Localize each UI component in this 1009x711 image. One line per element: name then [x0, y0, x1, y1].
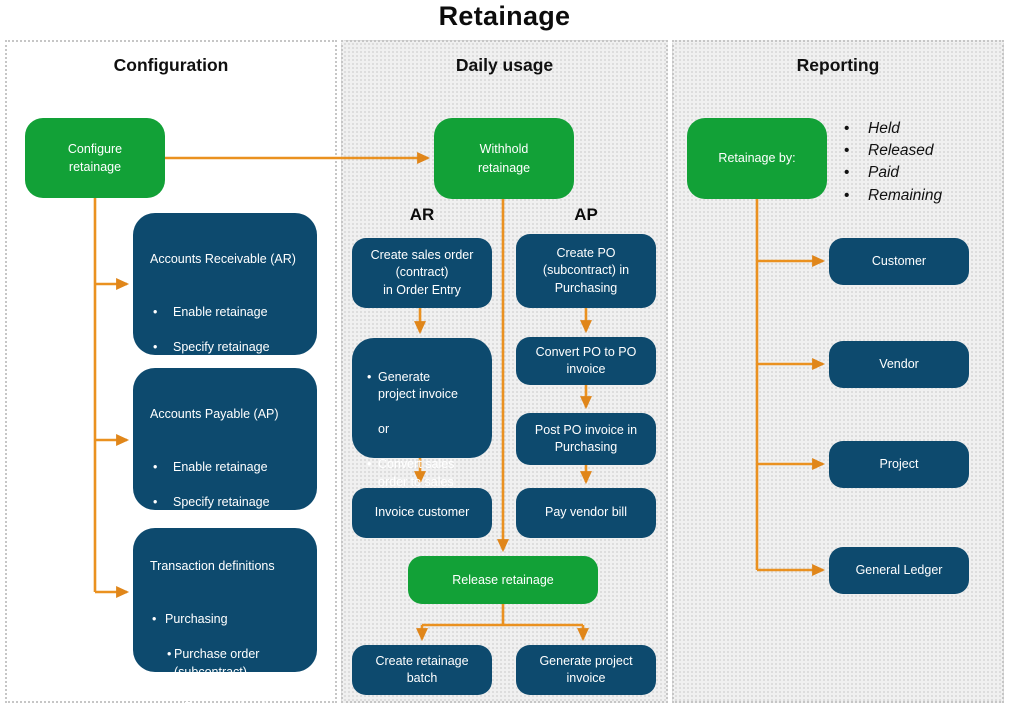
general-ledger-box: General Ledger — [829, 547, 969, 594]
list-item: Enable retainage — [150, 459, 305, 477]
ap-section-label: AP — [574, 205, 598, 224]
configuration-header: Configuration — [113, 55, 229, 75]
convert-po-box: Convert PO to PO invoice — [516, 337, 656, 385]
reporting-measures-list: Held Released Paid Remaining — [840, 118, 942, 207]
customer-box: Customer — [829, 238, 969, 285]
step-item: Generate project invoice — [367, 369, 484, 404]
transaction-definitions-box: Transaction definitions Purchasing Purch… — [133, 528, 317, 711]
list-item: Purchase invoice — [150, 699, 305, 711]
pay-vendor-bill-box: Pay vendor bill — [516, 488, 656, 538]
list-item: Released — [840, 140, 942, 162]
daily-usage-header: Daily usage — [455, 55, 554, 75]
accounts-receivable-box: Accounts Receivable (AR) Enable retainag… — [133, 213, 317, 424]
create-sales-order-box: Create sales order (contract) in Order E… — [352, 238, 492, 308]
reporting-header: Reporting — [796, 55, 880, 75]
withhold-retainage-box: Withhold retainage — [434, 118, 574, 199]
generate-or-convert-box: Generate project invoice or Convert sale… — [352, 338, 492, 506]
ar-section-label: AR — [409, 205, 435, 224]
post-po-invoice-box: Post PO invoice in Purchasing — [516, 413, 656, 465]
accounts-payable-title: Accounts Payable (AP) — [150, 406, 279, 421]
list-item: Held — [840, 118, 942, 140]
vendor-box: Vendor — [829, 341, 969, 388]
create-retainage-batch-box: Create retainage batch — [352, 645, 492, 695]
retainage-by-box: Retainage by: — [687, 118, 827, 199]
list-item: Purchasing — [150, 611, 305, 629]
list-item: Specify retainage accounts — [150, 494, 305, 529]
transaction-definitions-title: Transaction definitions — [150, 558, 275, 573]
transaction-definitions-list: Purchasing Purchase order (subcontract) … — [150, 594, 305, 711]
release-retainage-box: Release retainage — [408, 556, 598, 604]
accounts-payable-box: Accounts Payable (AP) Enable retainage S… — [133, 368, 317, 579]
generate-project-invoice-box: Generate project invoice — [516, 645, 656, 695]
invoice-customer-box: Invoice customer — [352, 488, 492, 538]
accounts-receivable-title: Accounts Receivable (AR) — [150, 251, 296, 266]
page-title: Retainage — [438, 1, 571, 31]
project-box: Project — [829, 441, 969, 488]
list-item: Purchase order (subcontract) — [150, 646, 305, 681]
configure-retainage-box: Configure retainage — [25, 118, 165, 198]
list-item: Paid — [840, 162, 942, 184]
create-po-box: Create PO (subcontract) in Purchasing — [516, 234, 656, 308]
list-item: Enable retainage — [150, 304, 305, 322]
list-item: Remaining — [840, 185, 942, 207]
step-or: or — [378, 422, 390, 436]
